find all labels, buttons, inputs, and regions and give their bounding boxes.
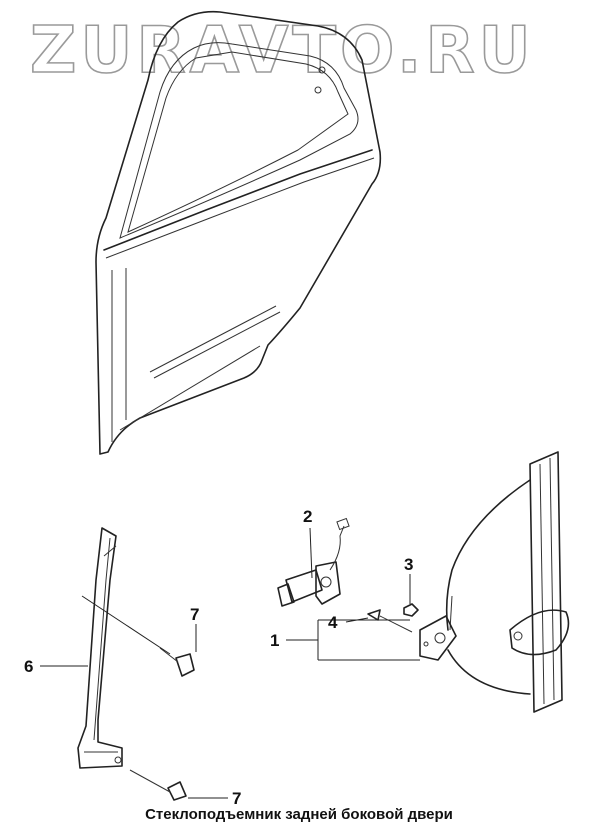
leader-7-upper — [81, 595, 171, 655]
regulator-track-assembly — [419, 451, 570, 713]
callout-2: 2 — [303, 507, 312, 526]
bolt-7-upper — [159, 647, 195, 677]
leader-4 — [345, 617, 369, 623]
guide-channel — [77, 527, 123, 769]
callout-6: 6 — [24, 657, 33, 676]
diagram-caption: Стеклоподъемник задней боковой двери — [145, 806, 453, 823]
rear-door-panel — [95, 10, 382, 455]
callout-3: 3 — [404, 555, 413, 574]
callout-7-lower: 7 — [232, 789, 241, 808]
nut-3 — [403, 603, 419, 617]
callout-7-upper: 7 — [190, 605, 199, 624]
watermark: ZURAVTO.RU — [30, 14, 535, 88]
leader-1 — [286, 619, 420, 661]
callout-1: 1 — [270, 631, 279, 650]
bolt-7-lower — [129, 769, 187, 801]
callout-4: 4 — [328, 613, 338, 632]
leader-2 — [309, 527, 313, 579]
screw-4 — [367, 609, 413, 633]
window-motor — [277, 517, 350, 607]
